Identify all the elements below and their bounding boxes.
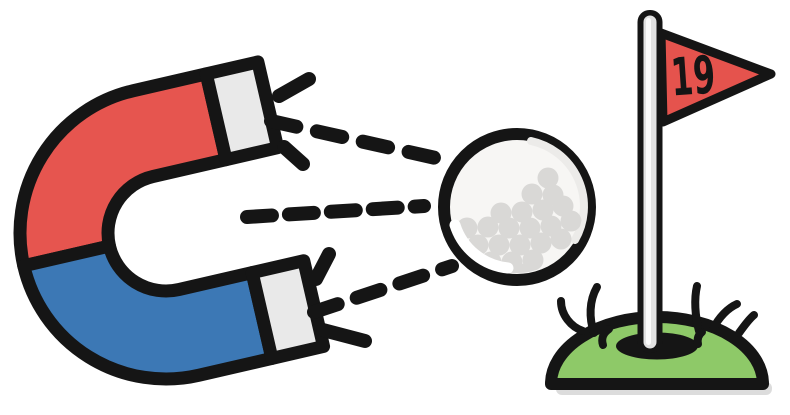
flag-icon: 19 [637,10,776,353]
ball-edge-shading [527,137,588,244]
attraction-dash [240,199,431,224]
magnet-blue-arm [17,239,279,386]
grass-left-icon [557,283,613,349]
grass-blade [693,328,706,348]
attraction-dashes [240,72,459,348]
ball-dimple [550,228,572,250]
attraction-dash [309,247,336,286]
ball-dimple [521,183,543,205]
magnet-tip-bottom [245,254,331,365]
ball-dimple [560,210,582,232]
flag-pennant [656,28,776,127]
magnet-red-arm [13,67,233,273]
attraction-dash [277,140,310,171]
magnet-icon [13,55,331,386]
ball-dimple [488,234,510,256]
flag-pole-highlight [646,18,651,345]
ball-dimple [519,217,541,239]
attraction-dash [272,72,316,103]
grass-blade [735,311,758,337]
flag-number: 19 [669,46,717,109]
grass-blade [709,300,741,333]
grass-blade [598,325,613,349]
ball-shine [449,219,514,274]
grass-blade [691,282,703,335]
attraction-dash [264,114,456,168]
ball-dimple [509,234,531,256]
attraction-dash [307,259,459,319]
magnet-tip-top [199,55,285,167]
grass-blade [586,283,601,337]
grass-blade [557,297,587,335]
attraction-dash [316,323,372,348]
golf-ball-icon [438,128,596,286]
grass-right-icon [691,282,758,348]
ball-dimple [477,216,499,238]
ball-dimple [530,232,552,254]
ball-dimple [511,201,533,223]
ball-dimple [532,199,554,221]
ball-dimple [537,167,559,189]
ball-dimple [498,217,520,239]
ball-dimple [513,263,535,273]
